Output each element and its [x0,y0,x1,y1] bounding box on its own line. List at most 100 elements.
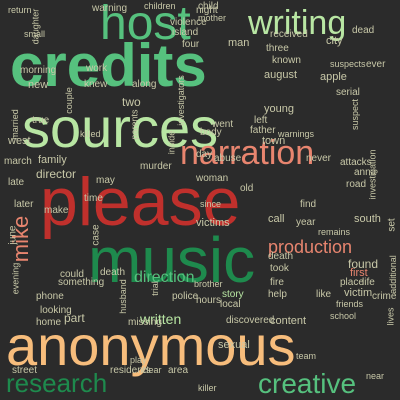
word-suspect: suspect [350,98,361,131]
word-remains: remains [318,227,351,237]
word-sources: sources [22,96,219,159]
word-warning: warning [92,3,128,14]
word-four: four [182,39,200,50]
word-along: along [132,79,157,90]
word-never: never [306,153,332,164]
word-later: later [14,199,34,210]
word-time: time [84,193,103,204]
word-serial: serial [336,87,360,98]
word-island: island [172,27,199,38]
word-local: local [220,299,241,310]
word-near: near [366,371,385,381]
word-call: call [268,213,285,225]
word-discovered: sexual [218,339,250,351]
word-apple: apple [320,71,347,83]
word-hours: hours [196,295,222,306]
word-creative: creative [258,368,357,399]
word-known: known [272,55,301,66]
word-written: written [140,311,182,327]
word-life: crime [372,291,397,302]
word-crime: death [268,251,294,262]
word-director: director [36,167,77,181]
word-production: production [268,237,353,257]
word-sexual: residents [110,365,151,376]
word-residents: street [12,365,38,376]
word-direction: direction [134,269,195,286]
word-evening: evening [10,262,21,295]
word-mother: mother [198,13,227,23]
word-victim: victim [344,287,373,299]
word-credits: credits [10,32,207,99]
word-narration: narration [180,134,315,172]
word-violence: violence [170,17,207,28]
word-investigators: investigators [175,75,186,126]
word-trial: trial [149,281,160,296]
word-team: team [296,351,317,361]
word-something: something [58,277,105,288]
word-looking: looking [40,305,72,316]
word-death: death [100,267,126,278]
word-first: place [340,277,364,288]
word-may: may [96,175,115,186]
word-young: young [264,103,294,115]
word-warnings: warnings [278,129,315,139]
word-two: two [122,95,141,109]
word-ever: ever [366,59,386,70]
word-inside: inside [166,130,177,155]
word-like: like [316,289,332,300]
word-three: three [266,43,289,54]
word-city: home [36,317,62,328]
word-night: night [196,5,218,16]
word-killer: missing [128,317,162,328]
word-body: body [200,127,222,138]
word-lives: lives [385,307,396,326]
word-parents: parents [129,109,140,140]
word-music: music [88,224,256,296]
word-march: march [4,156,32,167]
word-received: received [270,29,308,40]
word-writing: writing [248,4,347,42]
word-found: first [350,267,368,279]
word-street: police [172,291,199,302]
word-area: area [168,365,189,376]
word-dead: dead [352,25,375,36]
word-left: left [254,115,268,126]
word-friends: friends [336,299,364,309]
word-help: help [268,289,287,300]
word-part: part [64,311,85,325]
word-true: true [32,115,50,126]
word-anna: anna [354,167,377,178]
word-crimes: killer [198,383,217,393]
word-story: story [222,289,244,300]
word-day: day [196,149,213,160]
word-make: make [44,205,69,216]
word-knew: knew [84,79,108,90]
word-clear: clear [142,365,162,375]
word-late: late [8,177,25,188]
word-father: father [250,125,276,136]
word-couple: couple [63,87,74,114]
word-married: married [9,109,20,140]
word-woman: woman [196,173,229,184]
word-work: work [86,63,108,74]
word-town: town [262,135,286,147]
word-august: august [264,69,298,81]
word-since: since [200,199,222,209]
word-husband: husband [117,279,128,314]
word-took: took [270,263,289,274]
word-research: research [6,368,108,398]
word-west: west [8,135,31,147]
word-new: new [28,79,49,91]
word-play: play [130,355,147,365]
word-morning: morning [20,65,57,76]
word-family: family [38,154,67,166]
word-host: host [100,0,191,50]
word-attacks: attacks [340,157,372,168]
word-child: child [198,1,219,12]
word-missing: discovered [226,315,275,326]
word-additional: additional [387,255,398,294]
word-june: june [7,225,19,245]
word-children: children [144,1,176,11]
word-road: road [346,179,367,190]
